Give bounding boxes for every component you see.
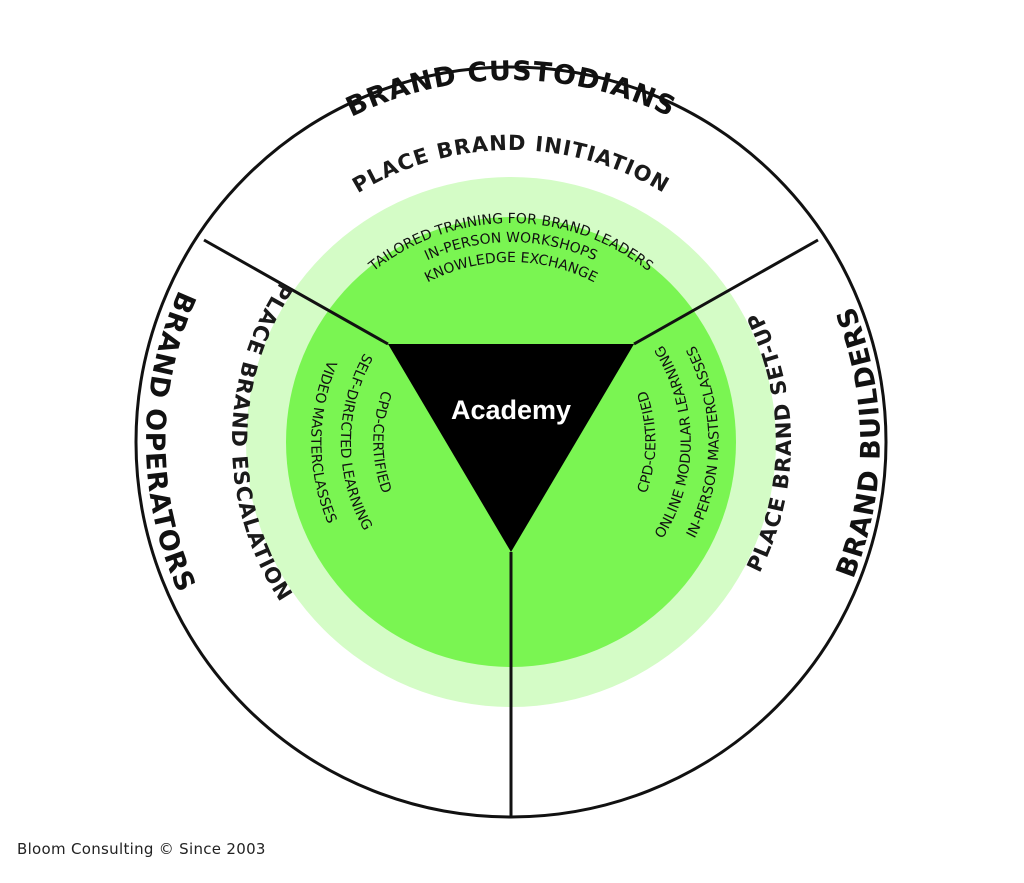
academy-triangle (388, 344, 634, 552)
academy-label: Academy (451, 395, 571, 425)
divider-top-right (633, 238, 819, 346)
divider-top-left (203, 238, 389, 346)
footer-credit: Bloom Consulting © Since 2003 (17, 840, 266, 858)
